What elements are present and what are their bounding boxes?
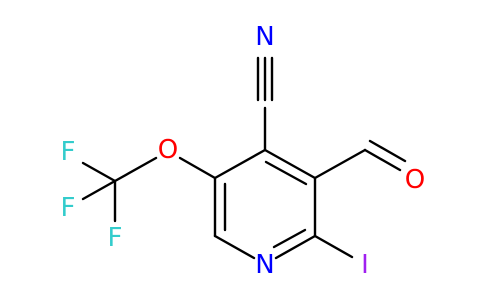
bond-cf3-f1 <box>81 161 117 183</box>
atom-f2: F <box>61 193 76 223</box>
bond-c4-c3 <box>263 148 317 180</box>
atom-o-ether: O <box>158 135 178 165</box>
bond-c2-n-inner <box>272 228 307 249</box>
bond-c2-n <box>274 234 317 260</box>
bond-cho-o <box>363 148 402 172</box>
bond-cf3-f2 <box>81 179 117 201</box>
bond-c5-c4 <box>213 148 267 180</box>
bond-o-cf3 <box>113 156 158 183</box>
bonds <box>81 56 407 260</box>
bond-c2-i <box>313 234 354 259</box>
atom-iodine: I <box>361 250 369 280</box>
atom-n-nitrile: N <box>255 22 274 52</box>
atom-f1: F <box>61 137 76 167</box>
bond-c4-c3-inner <box>264 160 308 186</box>
bond-n-c6 <box>213 234 256 260</box>
atom-f3: F <box>108 223 123 253</box>
atom-n-ring: N <box>255 250 274 280</box>
bond-c3-cho <box>313 148 367 180</box>
atom-o-aldehyde: O <box>405 165 425 195</box>
bond-cho-o-double <box>368 139 407 163</box>
atom-labels: N F F F O O N I <box>61 22 426 280</box>
bond-c5-o <box>178 156 217 180</box>
